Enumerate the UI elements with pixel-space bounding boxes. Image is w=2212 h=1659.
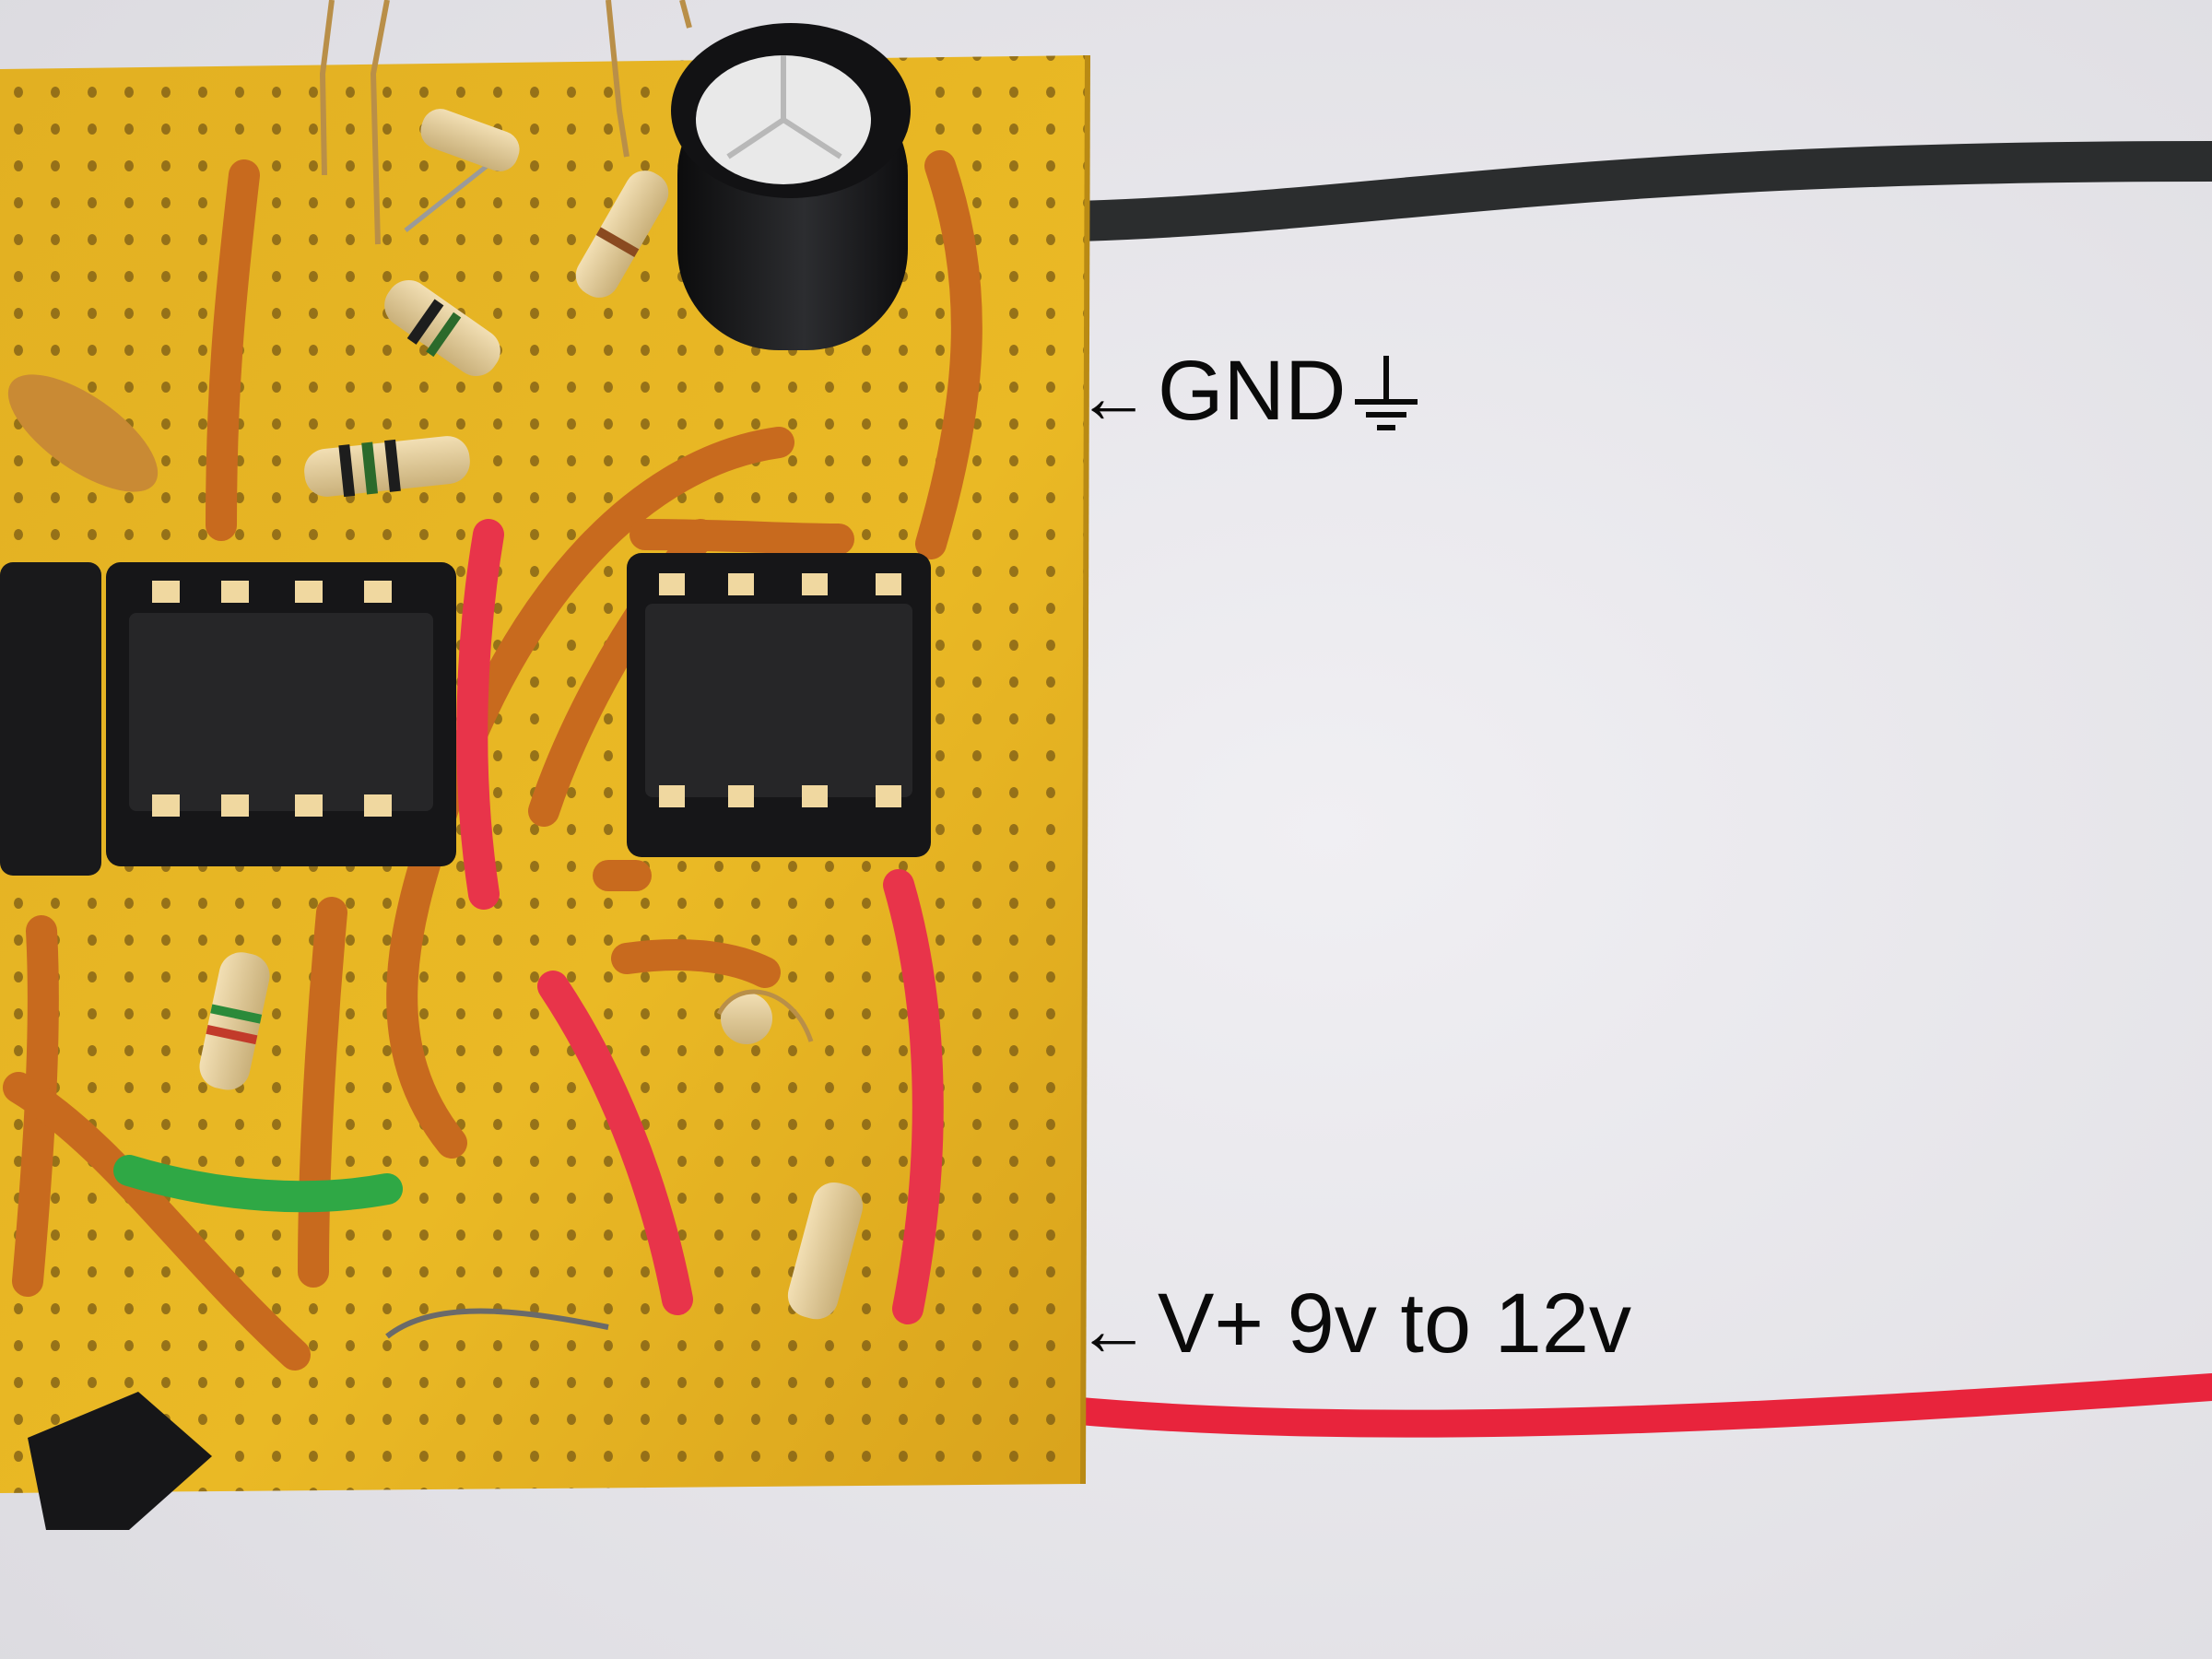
resistor [787,1182,864,1320]
ground-symbol-icon [1355,356,1418,430]
resistor [384,279,500,377]
resistor [304,436,470,498]
component-leads [319,0,692,245]
left-arrow-icon: ← [1077,355,1150,438]
bare-wire-link [385,1308,609,1339]
gnd-annotation: ←GND [1077,348,1423,434]
ic-chip-left [0,562,101,876]
resistor [716,989,814,1044]
ic-chip [627,553,931,857]
ic-chip [106,562,456,866]
vplus-annotation: ←V+ 9v to 12v [1077,1281,1631,1367]
resistor [575,171,669,298]
ceramic-capacitor [7,374,159,492]
jumper-wires-red [456,519,944,1324]
jumper-wires-orange [3,150,982,1371]
left-arrow-icon: ← [1077,1288,1150,1371]
ground-wire [1058,141,2212,241]
gnd-text: GND [1158,344,1347,438]
resistor [404,109,520,232]
vplus-text: V+ 9v to 12v [1158,1277,1631,1371]
transistor [28,1392,212,1530]
power-wire [1055,1373,2212,1438]
electrolytic-capacitor [671,23,911,350]
jumper-wire-green [113,1155,403,1213]
resistor [199,952,270,1090]
